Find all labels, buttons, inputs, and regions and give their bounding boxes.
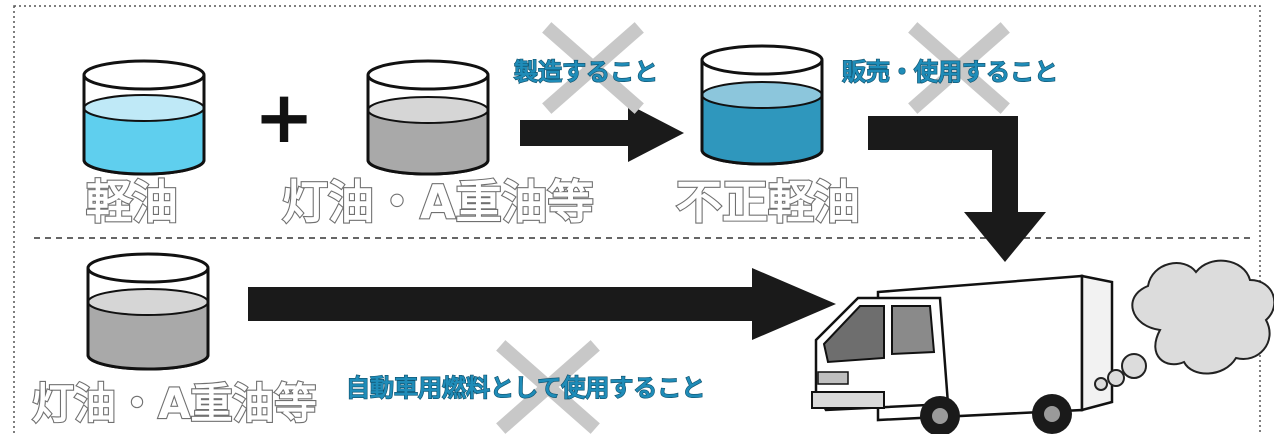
truck-icon bbox=[811, 274, 1114, 434]
kerosene-top-label: 灯油・A重油等 bbox=[282, 175, 594, 229]
exhaust-cloud-icon bbox=[1094, 259, 1274, 391]
vehicle-fuel-text: 自動車用燃料として使用すること bbox=[346, 374, 705, 402]
elbow-arrow bbox=[868, 116, 1046, 262]
vehicle-fuel-arrow bbox=[248, 268, 836, 340]
plus-sign: + bbox=[254, 75, 314, 159]
diesel-label: 軽油 bbox=[86, 175, 178, 229]
manufacture-text: 製造すること bbox=[514, 58, 658, 86]
manufacture-cross-icon bbox=[542, 22, 644, 114]
diesel-beaker-icon bbox=[82, 59, 206, 176]
kerosene-bottom-beaker-icon bbox=[86, 252, 210, 371]
vehicle-fuel-cross-icon bbox=[496, 340, 600, 434]
kerosene-beaker-icon bbox=[366, 59, 490, 176]
sell-use-text: 販売・使用すること bbox=[842, 58, 1058, 86]
illegal-diesel-beaker-icon bbox=[700, 44, 824, 166]
sell-use-cross-icon bbox=[908, 22, 1010, 114]
kerosene-bottom-label: 灯油・A重油等 bbox=[32, 379, 317, 428]
illegal-diesel-label: 不正軽油 bbox=[676, 175, 860, 229]
dotted-frame bbox=[13, 5, 1261, 434]
mixing-arrow bbox=[520, 104, 684, 162]
